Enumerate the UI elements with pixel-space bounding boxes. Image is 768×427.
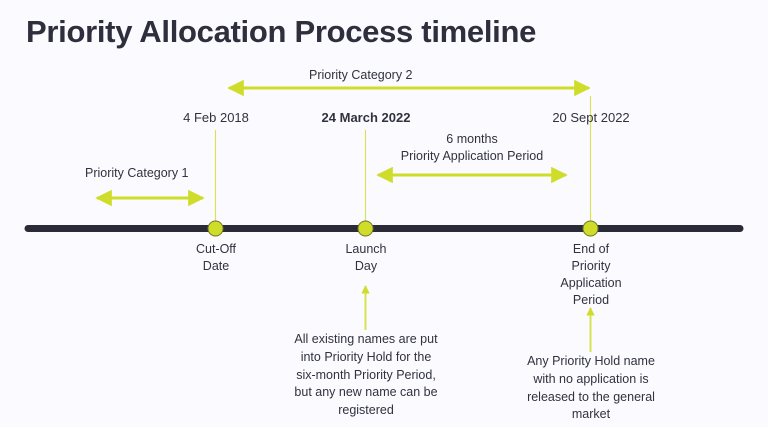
milestone-label-launch-day-line-1: Launch xyxy=(345,242,387,256)
priority-category-2-label: Priority Category 2 xyxy=(309,68,413,82)
date-label-end-of-period: 20 Sept 2022 xyxy=(552,110,630,125)
milestone-label-end-of-period-line-1: End of xyxy=(572,242,610,256)
milestone-label-launch-day-line-2: Day xyxy=(354,258,378,273)
launch-day-note-line-4: but any new name can be xyxy=(294,385,438,400)
milestone-label-cut-off-line-1: Cut-Off xyxy=(195,242,237,256)
milestone-dot-cut-off xyxy=(207,220,224,237)
milestone-dot-launch-day xyxy=(357,220,374,237)
launch-day-note-line-2: into Priority Hold for the xyxy=(300,349,432,364)
milestone-dot-end-of-period xyxy=(582,220,599,237)
date-label-cut-off: 4 Feb 2018 xyxy=(183,110,249,125)
launch-day-note-line-5: registered xyxy=(338,403,394,417)
milestone-label-end-of-period-line-4: Period xyxy=(572,292,610,307)
end-of-period-note-line-2: with no application is xyxy=(533,371,649,386)
milestone-label-end-of-period-line-2: Priority xyxy=(571,258,611,273)
priority-application-period-line-1: 6 months xyxy=(446,132,498,146)
priority-application-period-line-2: Priority Application Period xyxy=(400,148,544,163)
launch-day-note-line-3: six-month Priority Period, xyxy=(296,367,436,382)
launch-day-note-line-1: All existing names are put xyxy=(294,332,438,346)
milestone-guide-lines xyxy=(214,96,592,226)
end-of-period-note-line-3: released to the general xyxy=(527,389,655,404)
milestone-label-end-of-period-line-3: Application xyxy=(560,275,622,290)
end-of-period-note-line-4: market xyxy=(571,407,611,422)
launch-day-note: All existing names are put into Priority… xyxy=(256,331,476,420)
page-title: Priority Allocation Process timeline xyxy=(26,14,537,49)
milestone-label-cut-off: Cut-Off Date xyxy=(156,241,276,275)
end-of-period-note-line-1: Any Priority Hold name xyxy=(527,354,655,368)
date-label-launch-day: 24 March 2022 xyxy=(321,110,411,125)
milestone-label-launch-day: Launch Day xyxy=(306,241,426,275)
milestone-label-cut-off-line-2: Date xyxy=(202,258,230,273)
milestone-label-end-of-period: End of Priority Application Period xyxy=(531,241,651,309)
priority-category-1-label: Priority Category 1 xyxy=(85,166,189,180)
priority-application-period-label: 6 months Priority Application Period xyxy=(377,131,567,165)
end-of-period-note: Any Priority Hold name with no applicati… xyxy=(486,353,696,424)
